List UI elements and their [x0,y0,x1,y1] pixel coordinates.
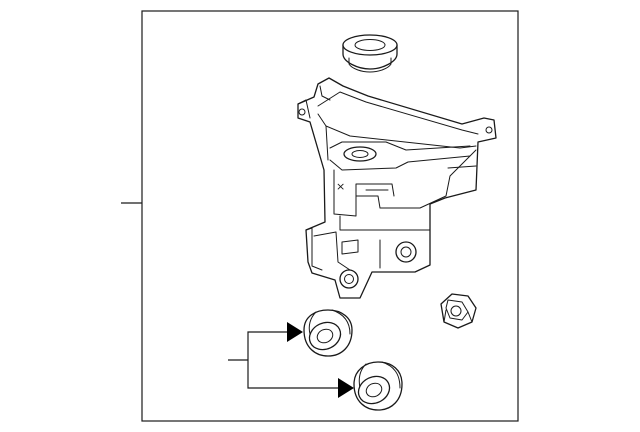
filler-cap-icon [342,34,398,73]
diagram-frame [141,10,519,422]
reservoir-mark: × [336,180,345,193]
grommet-icon [353,361,403,411]
arrow-to-lower-grommet [338,378,354,398]
arrow-to-upper-grommet [287,322,303,342]
grommet-bracket [247,331,338,389]
washer-reservoir-icon [297,77,497,299]
hex-nut-icon [440,293,477,329]
grommet-icon [303,309,353,357]
